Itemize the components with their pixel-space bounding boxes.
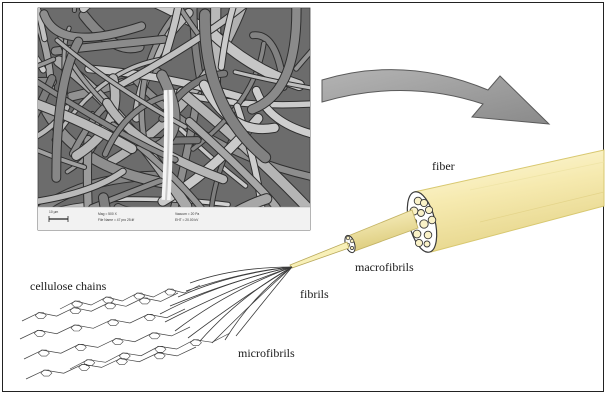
label-microfibrils: microfibrils bbox=[238, 346, 295, 360]
sem-micrograph: 10 µm Mag = 500 X File Name = 47 pro 25.… bbox=[0, 0, 420, 373]
curved-arrow-icon bbox=[322, 70, 549, 124]
sem-eht-text: EHT = 20.00 kV bbox=[175, 218, 199, 222]
sem-strand bbox=[0, 24, 43, 71]
scale-bar-label: 10 µm bbox=[49, 210, 58, 214]
label-fibrils: fibrils bbox=[300, 287, 329, 301]
sem-strand-shadow bbox=[84, 0, 203, 9]
sem-strand-shadow bbox=[0, 24, 43, 71]
sem-strand-shadow bbox=[296, 0, 420, 69]
cellulose-chains bbox=[20, 285, 230, 379]
label-cellulose-chains: cellulose chains bbox=[30, 279, 107, 293]
label-fiber: fiber bbox=[432, 159, 455, 173]
microfibril-strand bbox=[212, 267, 292, 343]
sem-strand bbox=[84, 0, 203, 9]
sem-vacuum-text: Vacuum = 20 Pa bbox=[175, 212, 199, 216]
label-macrofibrils: macrofibrils bbox=[355, 260, 414, 274]
sem-mag-text: Mag = 500 X bbox=[98, 212, 118, 216]
sem-file-text: File Name = 47 pro 25.tif bbox=[98, 218, 134, 222]
sem-strand bbox=[296, 0, 420, 69]
fibril-rod bbox=[290, 242, 349, 268]
sem-info-bar: 10 µm Mag = 500 X File Name = 47 pro 25.… bbox=[38, 207, 310, 230]
macrofibril bbox=[343, 210, 418, 254]
